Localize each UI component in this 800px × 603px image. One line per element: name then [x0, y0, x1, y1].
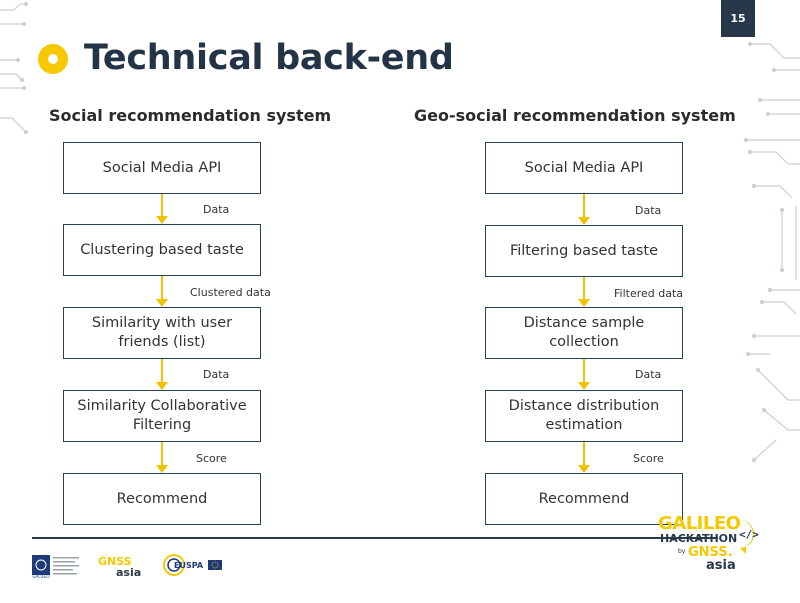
right-diagram-heading: Geo-social recommendation system — [414, 106, 736, 125]
hackathon-gnss-text: GNSS. — [688, 545, 733, 560]
svg-text:</>: </> — [739, 528, 759, 541]
left-arrow-label-4: Score — [196, 452, 227, 465]
page-title: Technical back-end — [84, 38, 454, 78]
galileo-logo-text: GALILEO — [32, 574, 49, 579]
hackathon-by-text: by — [678, 548, 686, 555]
left-arrow-label-2: Clustered data — [190, 286, 271, 299]
right-arrow-2 — [578, 277, 590, 307]
circuit-decoration-left — [0, 2, 28, 134]
right-arrow-label-3: Data — [635, 368, 662, 381]
euspa-logo-text: EUSPA — [174, 561, 204, 570]
gnss-logo-text: GNSS — [98, 555, 132, 568]
right-box-filtering: Filtering based taste — [485, 225, 683, 277]
title-bullet-icon — [38, 44, 68, 74]
hackathon-code-icon: </> — [739, 520, 759, 554]
left-arrow-2 — [156, 276, 168, 307]
left-arrow-4 — [156, 442, 168, 473]
right-arrow-1 — [578, 194, 590, 225]
right-arrow-label-1: Data — [635, 204, 662, 217]
right-arrow-3 — [578, 359, 590, 390]
hackathon-asia-text: asia — [706, 558, 736, 573]
left-arrow-label-3: Data — [203, 368, 230, 381]
circuit-decoration-right — [744, 42, 800, 462]
right-box-distance-distribution: Distance distribution estimation — [485, 390, 683, 442]
left-box-recommend: Recommend — [63, 473, 261, 525]
right-box-distance-sample: Distance sample collection — [485, 307, 683, 359]
left-arrow-3 — [156, 359, 168, 390]
right-arrow-label-2: Filtered data — [614, 287, 684, 300]
galileo-logo: GALILEO — [32, 555, 79, 579]
right-box-social-media-api: Social Media API — [485, 142, 683, 194]
right-box-recommend: Recommend — [485, 473, 683, 525]
footer-divider — [32, 537, 718, 539]
left-box-similarity-friends: Similarity with user friends (list) — [63, 307, 261, 359]
left-arrow-1 — [156, 194, 168, 224]
gnss-asia-logo: GNSS asia — [98, 555, 141, 579]
right-arrow-label-4: Score — [633, 452, 664, 465]
page-number: 15 — [721, 0, 755, 37]
galileo-hackathon-logo: GALILEO HACKATHON by GNSS. asia </> — [658, 513, 759, 573]
left-diagram-heading: Social recommendation system — [49, 106, 332, 125]
euspa-logo: EUSPA — [163, 554, 222, 576]
hackathon-title-text: HACKATHON — [660, 532, 737, 545]
left-box-collaborative-filtering: Similarity Collaborative Filtering — [63, 390, 261, 442]
hackathon-galileo-text: GALILEO — [658, 513, 741, 534]
left-box-clustering: Clustering based taste — [63, 224, 261, 276]
right-arrow-4 — [578, 442, 590, 473]
left-box-social-media-api: Social Media API — [63, 142, 261, 194]
asia-logo-text: asia — [116, 566, 141, 579]
left-arrow-label-1: Data — [203, 203, 230, 216]
